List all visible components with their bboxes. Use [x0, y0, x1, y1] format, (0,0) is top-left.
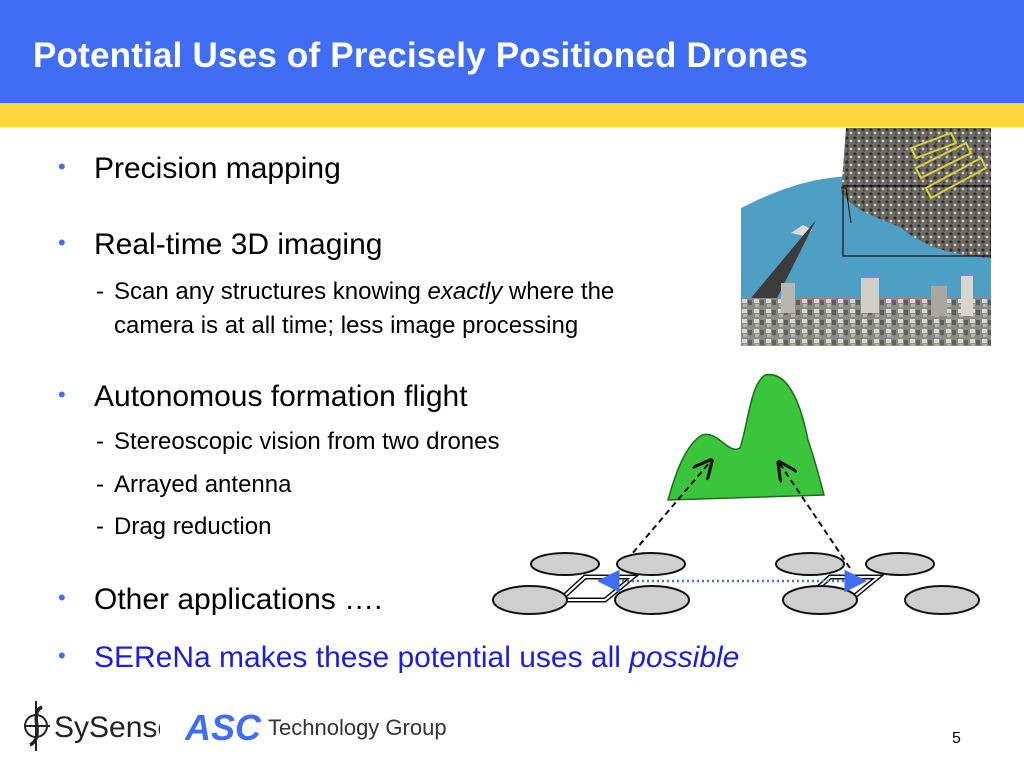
- bullet-precision-mapping: • Precision mapping: [58, 152, 341, 186]
- bullet-serena: • SEReNa makes these potential uses all p…: [58, 641, 739, 675]
- sub-emphasis: exactly: [427, 278, 503, 305]
- bullet-text: SEReNa makes these potential uses all: [94, 641, 630, 674]
- sub-text: Arrayed antenna: [114, 471, 292, 498]
- sub-bullet-scan: -Scan any structures knowing exactly whe…: [96, 278, 614, 306]
- slide-title: Potential Uses of Precisely Positioned D…: [33, 36, 809, 75]
- drone-right: [775, 552, 980, 615]
- sub-bullet-antenna: -Arrayed antenna: [96, 471, 291, 499]
- sub-bullet-drag: -Drag reduction: [96, 513, 271, 541]
- dash-icon: -: [96, 471, 104, 498]
- sysense-wordmark: SySense: [54, 711, 160, 744]
- bullet-text: Other applications ….: [94, 583, 383, 616]
- accent-stripe: [0, 103, 1024, 127]
- sysense-logo: SySense: [20, 697, 174, 755]
- page-number: 5: [952, 730, 961, 747]
- sub-text: Scan any structures knowing: [114, 278, 428, 305]
- drone-left: [492, 552, 690, 615]
- asc-technology-logo: ASC Technology Group: [184, 707, 465, 748]
- title-bar: Potential Uses of Precisely Positioned D…: [0, 0, 1024, 103]
- bullet-icon: •: [58, 643, 66, 668]
- dash-icon: -: [96, 278, 104, 305]
- asc-group-text: Technology Group: [268, 715, 447, 740]
- bullet-icon: •: [58, 382, 66, 407]
- sub-text: camera is at all time; less image proces…: [114, 312, 579, 339]
- sub-text: where the: [502, 278, 615, 305]
- asc-mark-text: ASC: [185, 707, 262, 747]
- mapping-photo: [741, 128, 991, 346]
- bullet-other-applications: • Other applications ….: [58, 583, 382, 617]
- bullet-emphasis: possible: [629, 641, 740, 674]
- sub-bullet-scan-continued: camera is at all time; less image proces…: [114, 312, 578, 340]
- sysense-logo-mark: SySense: [24, 701, 174, 751]
- sub-text: Stereoscopic vision from two drones: [114, 428, 500, 455]
- asc-logo-mark: ASC Technology Group: [184, 707, 447, 748]
- bullet-formation-flight: • Autonomous formation flight: [58, 380, 468, 414]
- formation-flight-diagram: [492, 374, 980, 615]
- bullet-icon: •: [58, 585, 66, 610]
- dash-icon: -: [96, 428, 104, 455]
- bullet-3d-imaging: • Real-time 3D imaging: [58, 228, 382, 262]
- mountain-shape: [667, 374, 825, 501]
- bullet-icon: •: [58, 230, 66, 255]
- bullet-icon: •: [58, 154, 66, 179]
- sub-bullet-stereoscopic: -Stereoscopic vision from two drones: [96, 428, 500, 456]
- sub-text: Drag reduction: [114, 513, 272, 540]
- dash-icon: -: [96, 513, 104, 540]
- bullet-text: Autonomous formation flight: [94, 380, 468, 413]
- bullet-text: Precision mapping: [94, 152, 341, 185]
- bullet-text: Real-time 3D imaging: [94, 228, 383, 261]
